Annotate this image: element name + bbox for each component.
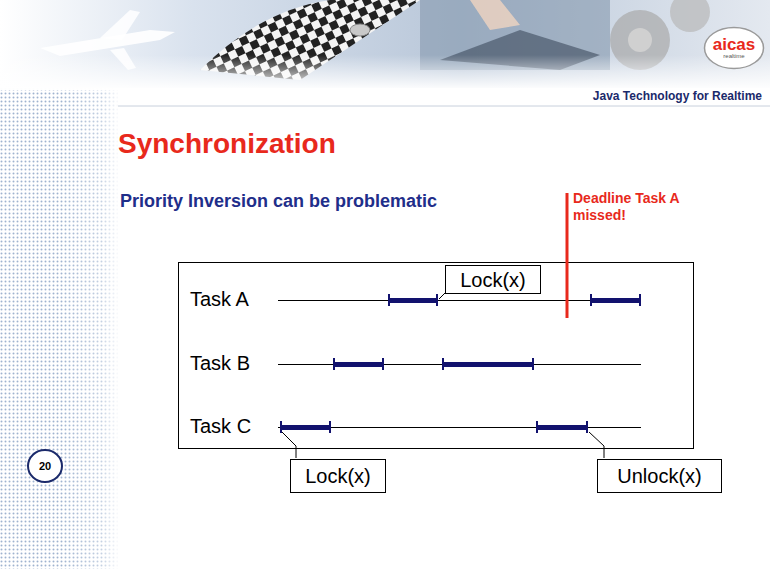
node-text: 20	[39, 460, 51, 472]
timeline-frame	[179, 263, 694, 449]
banner-fade	[0, 55, 770, 90]
slide-subtitle: Priority Inversion can be problematic	[120, 191, 437, 212]
callout-box: Unlock(x)	[597, 459, 722, 493]
header-tagline: Java Technology for Realtime	[440, 89, 762, 103]
execution-bars	[280, 294, 641, 433]
node-text: Lock(x)	[305, 465, 371, 487]
deadline-line	[566, 193, 569, 318]
header-rule	[118, 106, 770, 107]
node-text: Lock(x)	[460, 269, 526, 291]
leader-lines	[282, 292, 604, 458]
task-label: Task A	[190, 288, 249, 311]
node-text: aicas	[713, 36, 756, 53]
satellite	[350, 24, 370, 36]
node-text: Unlock(x)	[617, 465, 701, 487]
gear-hub	[628, 28, 652, 52]
deadline-note: Deadline Task A missed!	[573, 190, 703, 224]
node-subtext: realtime	[723, 53, 744, 60]
task-timelines	[278, 301, 641, 428]
page-number-circle: 20	[26, 448, 64, 484]
slide-title: Synchronization	[118, 128, 336, 160]
gear	[670, 0, 710, 32]
task-label: Task B	[190, 352, 250, 375]
callout-box: Lock(x)	[445, 265, 541, 294]
hand-figure	[470, 0, 520, 30]
callout-box: Lock(x)	[290, 459, 386, 493]
task-label: Task C	[190, 415, 251, 438]
logo-oval: aicasrealtime	[703, 26, 765, 70]
